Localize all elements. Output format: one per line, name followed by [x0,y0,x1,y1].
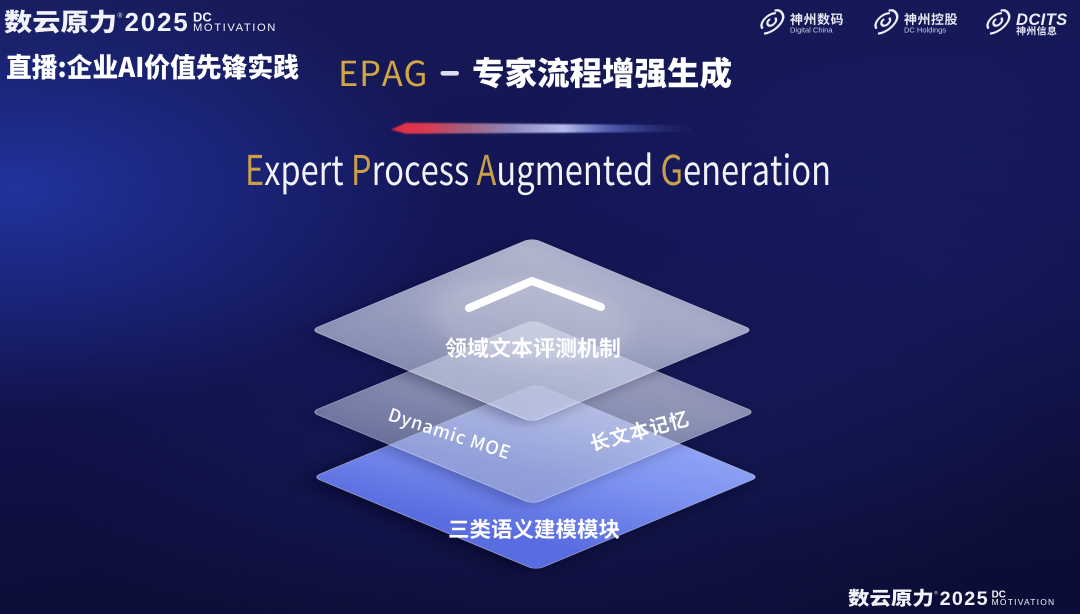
svg-text:MOTIVATION: MOTIVATION [193,22,277,34]
svg-text:2025: 2025 [940,588,989,609]
svg-text:®: ® [118,12,123,20]
svg-text:DC: DC [193,10,212,25]
svg-text:Digital China: Digital China [790,26,833,35]
svg-text:®: ® [934,590,938,597]
svg-text:DCITS: DCITS [1016,11,1068,29]
svg-text:MOTIVATION: MOTIVATION [992,597,1056,607]
svg-text:2025: 2025 [125,7,190,37]
svg-text:DC Holdings: DC Holdings [904,26,946,35]
svg-text:DC: DC [992,590,1006,601]
